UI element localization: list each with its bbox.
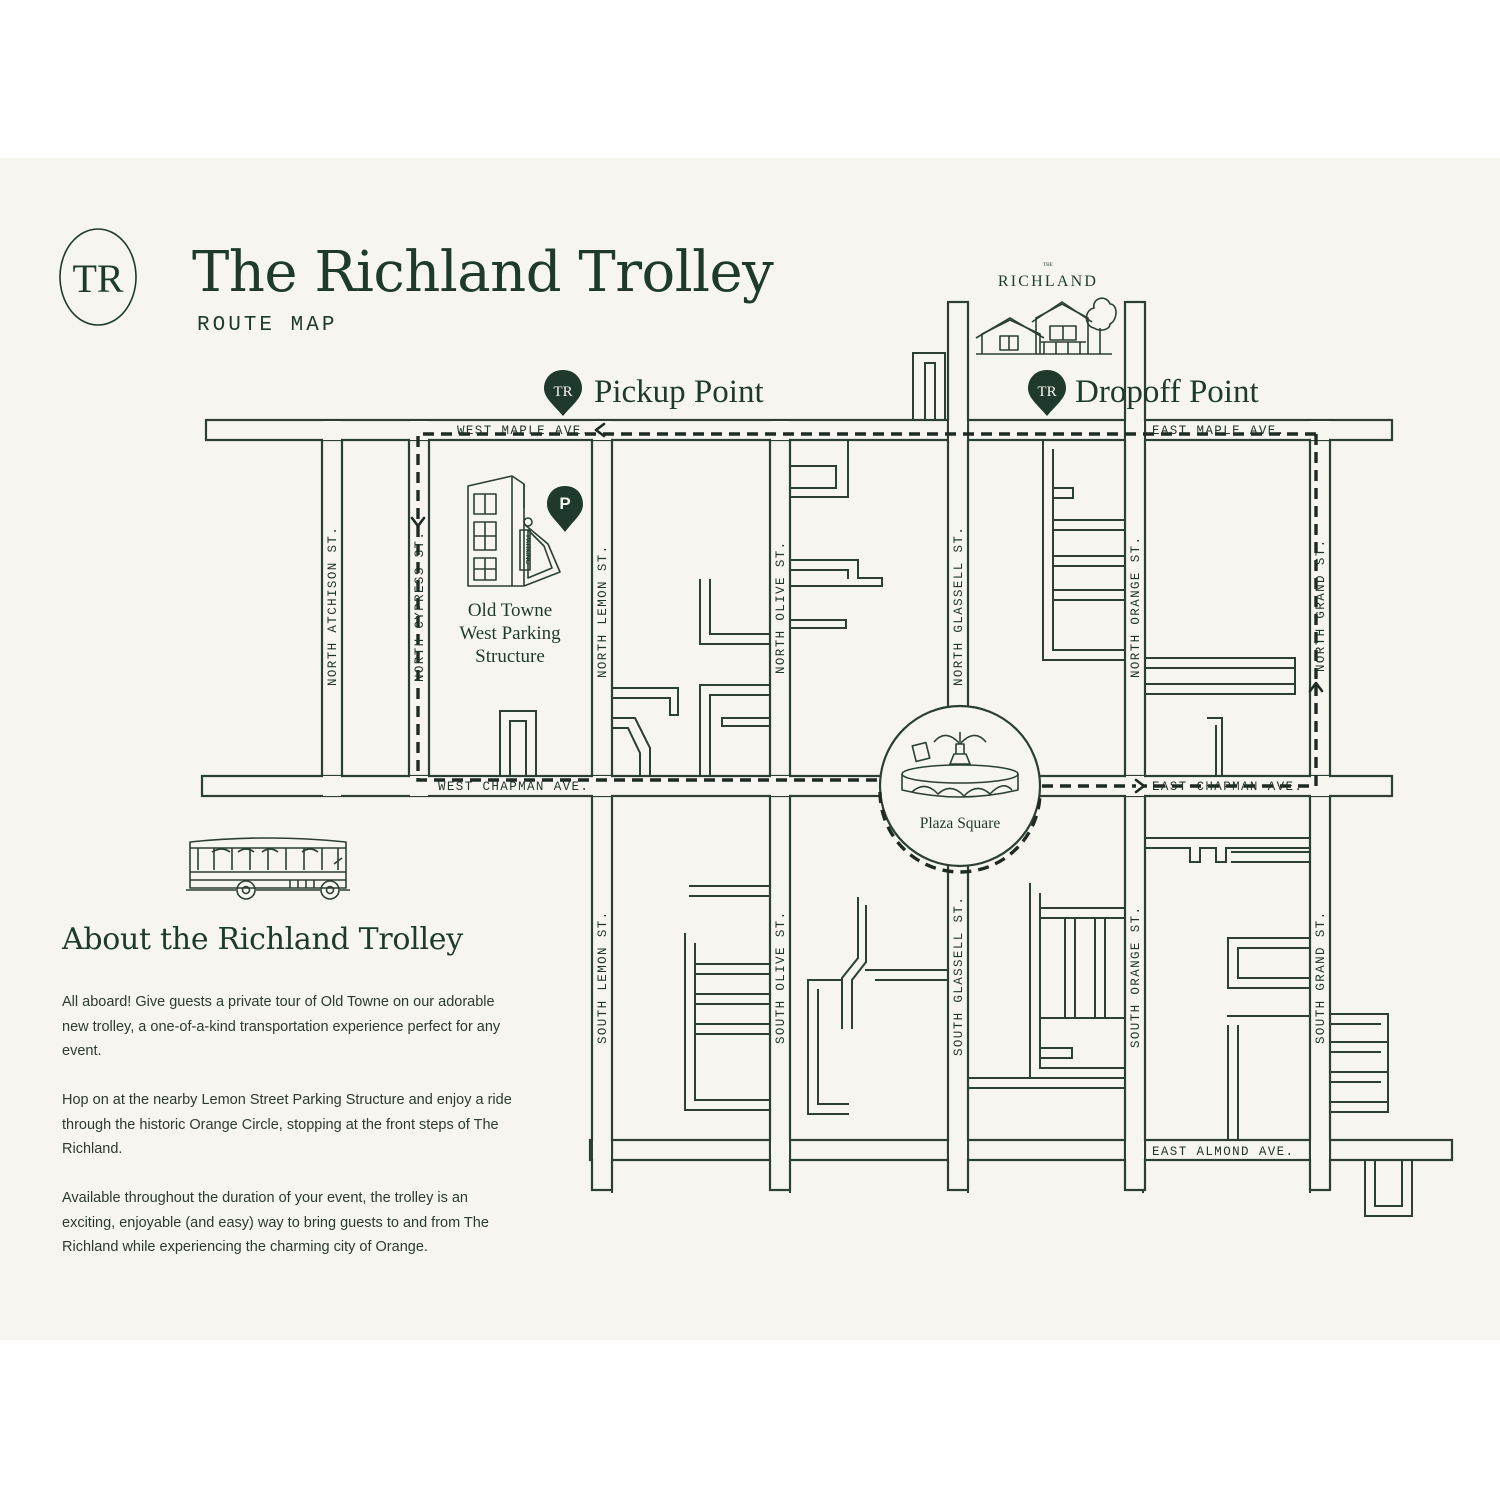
- street-north-glassell: NORTH GLASSELL ST.: [952, 526, 966, 686]
- about-paragraph-2: Hop on at the nearby Lemon Street Parkin…: [62, 1092, 512, 1158]
- street-west-chapman: WEST CHAPMAN AVE.: [438, 780, 589, 794]
- street-south-lemon: SOUTH LEMON ST.: [596, 910, 610, 1044]
- parking-pin-icon: P: [547, 486, 583, 532]
- street-north-atchison: NORTH ATCHISON ST.: [326, 526, 340, 686]
- page-subtitle: ROUTE MAP: [197, 314, 338, 337]
- route-arrow-north: [1308, 681, 1324, 693]
- plaza-label: Plaza Square: [920, 815, 1001, 832]
- pickup-pin-monogram: TR: [553, 384, 572, 400]
- dropoff-pin-icon: TR: [1028, 370, 1066, 416]
- parking-label-line2: West Parking: [459, 623, 561, 644]
- pickup-pin-icon: TR: [544, 370, 582, 416]
- parking-sign-text: PARKING: [524, 535, 531, 565]
- street-east-maple: EAST MAPLE AVE.: [1152, 424, 1286, 438]
- tr-monogram-icon: TR: [59, 228, 137, 326]
- house-icon: [975, 297, 1117, 355]
- parking-pin-letter: P: [559, 494, 570, 513]
- trolley-route: [410, 422, 1324, 794]
- about-paragraph-1: All aboard! Give guests a private tour o…: [62, 994, 501, 1060]
- fountain-icon: [901, 732, 1019, 798]
- trolley-icon: [186, 837, 350, 900]
- richland-small-label: THE: [1043, 263, 1053, 268]
- street-south-glassell: SOUTH GLASSELL ST.: [952, 896, 966, 1056]
- street-east-almond: EAST ALMOND AVE.: [1152, 1145, 1294, 1159]
- street-south-grand: SOUTH GRAND ST.: [1314, 910, 1328, 1044]
- richland-name-label: RICHLAND: [998, 273, 1098, 290]
- plaza-square: Plaza Square: [878, 704, 1042, 874]
- street-north-cypress: NORTH CYPRESS ST.: [413, 531, 427, 682]
- street-labels: WEST MAPLE AVE. EAST MAPLE AVE. WEST CHA…: [326, 424, 1328, 1159]
- alleys: [499, 352, 1413, 1217]
- street-west-maple: WEST MAPLE AVE.: [457, 424, 591, 438]
- pickup-point-label: Pickup Point: [594, 374, 764, 410]
- route-arrow-west: [594, 422, 606, 438]
- street-east-chapman: EAST CHAPMAN AVE.: [1152, 780, 1303, 794]
- parking-label-line1: Old Towne: [468, 600, 552, 621]
- about-heading: About the Richland Trolley: [62, 922, 463, 957]
- route-arrow-south: [410, 516, 426, 528]
- street-north-olive: NORTH OLIVE ST.: [774, 540, 788, 674]
- dropoff-point-label: Dropoff Point: [1075, 374, 1259, 410]
- street-map: TR: [59, 228, 1454, 1217]
- street-south-olive: SOUTH OLIVE ST.: [774, 910, 788, 1044]
- route-arrow-east: [1134, 778, 1146, 794]
- street-north-lemon: NORTH LEMON ST.: [596, 544, 610, 678]
- page-title: The Richland Trolley: [192, 240, 774, 305]
- building-icon: [467, 475, 561, 587]
- parking-structure-label: Old Towne West Parking Structure: [459, 600, 561, 667]
- dropoff-pin-monogram: TR: [1037, 384, 1056, 400]
- monogram-text: TR: [72, 256, 123, 301]
- street-north-orange: NORTH ORANGE ST.: [1129, 536, 1143, 678]
- street-south-orange: SOUTH ORANGE ST.: [1129, 906, 1143, 1048]
- about-paragraph-3: Available throughout the duration of you…: [62, 1190, 489, 1256]
- route-map-card: TR: [0, 158, 1500, 1340]
- street-north-grand: NORTH GRAND ST.: [1314, 538, 1328, 672]
- parking-label-line3: Structure: [475, 646, 545, 667]
